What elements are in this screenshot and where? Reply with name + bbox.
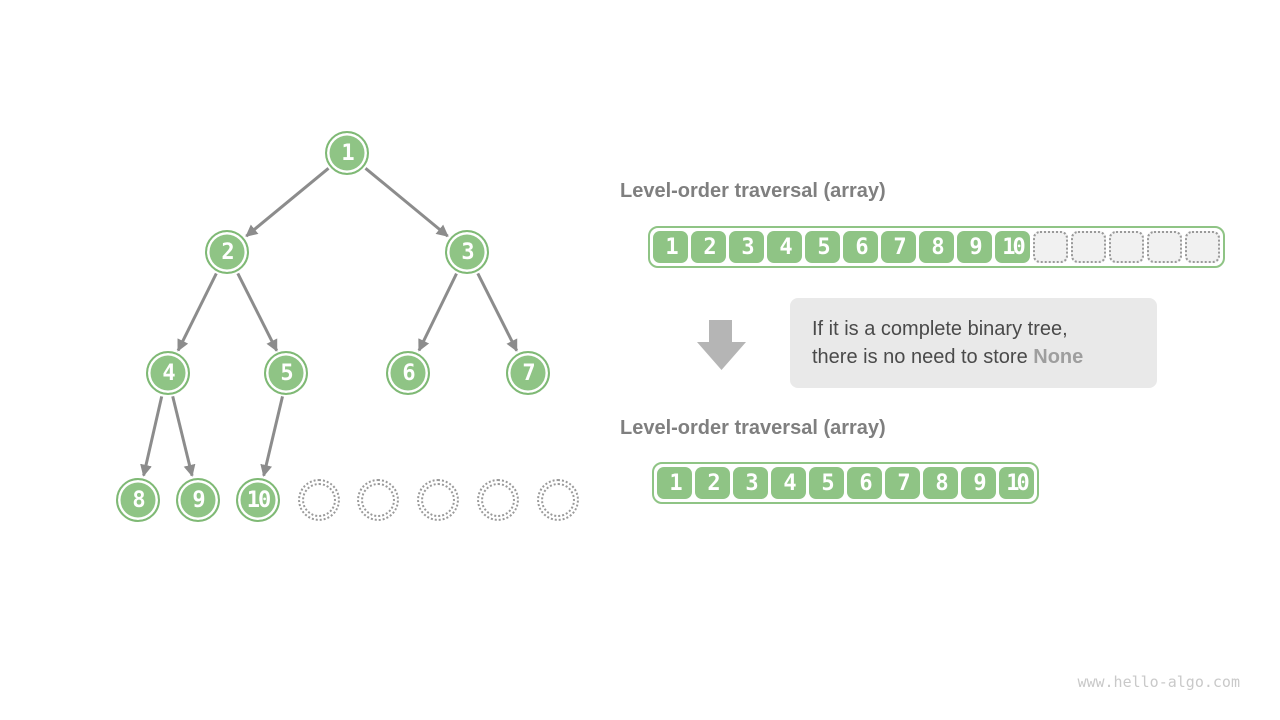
array-cell: 2: [691, 231, 726, 263]
tree-node: 3: [445, 230, 489, 274]
tree-node-empty: [537, 479, 579, 521]
array-cell: 2: [695, 467, 730, 499]
array-cell-empty: [1109, 231, 1144, 263]
note-line2: there is no need to store None: [812, 346, 1084, 368]
array-cell-empty: [1071, 231, 1106, 263]
none-keyword: None: [1033, 346, 1084, 368]
tree-node: 9: [176, 478, 220, 522]
tree-node-empty: [417, 479, 459, 521]
tree-node: 8: [116, 478, 160, 522]
tree-node: 5: [264, 351, 308, 395]
array-cell: 10: [995, 231, 1030, 263]
array-cell: 6: [843, 231, 878, 263]
array-cell: 4: [767, 231, 802, 263]
array-cell: 7: [881, 231, 916, 263]
array-cell: 9: [957, 231, 992, 263]
note-box: If it is a complete binary tree, there i…: [790, 298, 1157, 388]
tree-node: 6: [386, 351, 430, 395]
array-cell: 10: [999, 467, 1034, 499]
array-cell: 1: [657, 467, 692, 499]
array-compact-heading: Level-order traversal (array): [620, 417, 886, 439]
note-line1: If it is a complete binary tree,: [812, 318, 1068, 340]
array-cell: 1: [653, 231, 688, 263]
array-cell: 8: [919, 231, 954, 263]
array-cell-empty: [1033, 231, 1068, 263]
array-cell: 3: [733, 467, 768, 499]
tree-node-empty: [357, 479, 399, 521]
array-cell: 4: [771, 467, 806, 499]
tree-node: 10: [236, 478, 280, 522]
down-arrow-icon: [697, 320, 746, 370]
tree-node: 7: [506, 351, 550, 395]
array-full-heading: Level-order traversal (array): [620, 180, 886, 202]
array-cell-empty: [1185, 231, 1220, 263]
tree-node-empty: [298, 479, 340, 521]
tree-node: 2: [205, 230, 249, 274]
array-cell: 5: [805, 231, 840, 263]
tree-node: 1: [325, 131, 369, 175]
array-cell: 5: [809, 467, 844, 499]
array-cell: 7: [885, 467, 920, 499]
array-cell: 8: [923, 467, 958, 499]
array-compact: 1 2 3 4 5 6 7 8 9 10: [652, 462, 1039, 504]
array-cell-empty: [1147, 231, 1182, 263]
array-cell: 9: [961, 467, 996, 499]
array-cell: 3: [729, 231, 764, 263]
array-full: 1 2 3 4 5 6 7 8 9 10: [648, 226, 1225, 268]
tree-node-empty: [477, 479, 519, 521]
tree-node: 4: [146, 351, 190, 395]
array-cell: 6: [847, 467, 882, 499]
watermark: www.hello-algo.com: [1077, 673, 1240, 691]
